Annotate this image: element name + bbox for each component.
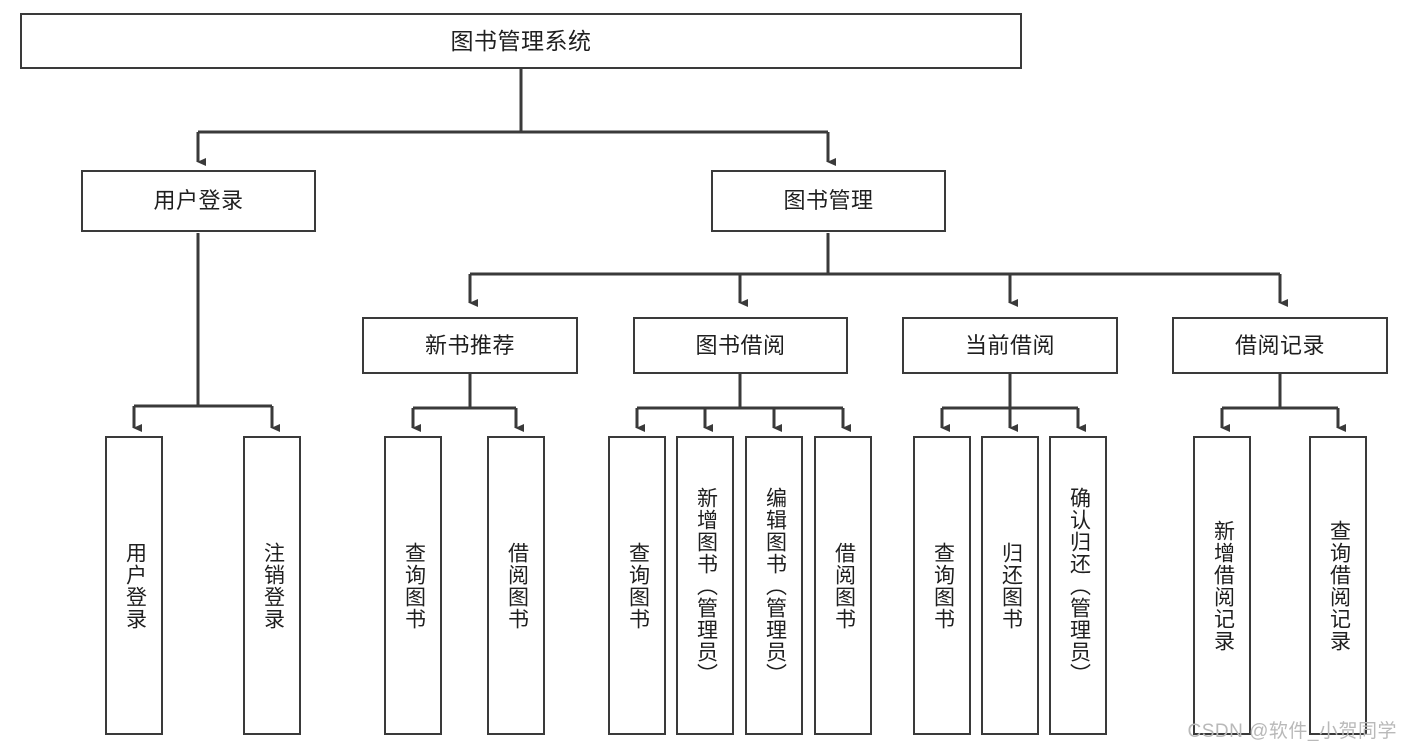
node-leaf-user-login[interactable]: 用户登录	[105, 436, 163, 735]
node-leaf-borrow-book[interactable]: 借阅图书	[814, 436, 872, 735]
node-leaf-edit-book-admin[interactable]: 编辑图书（管理员）	[745, 436, 803, 735]
node-current-borrow[interactable]: 当前借阅	[902, 317, 1118, 374]
node-leaf-return-book[interactable]: 归还图书	[981, 436, 1039, 735]
node-leaf-return-book-label: 归还图书	[999, 541, 1023, 630]
node-leaf-borrow-book-recommend-label: 借阅图书	[505, 541, 529, 630]
node-leaf-logout-label: 注销登录	[261, 541, 285, 630]
node-leaf-confirm-return-admin-label: 确认归还（管理员）	[1067, 486, 1091, 685]
node-current-borrow-label: 当前借阅	[964, 332, 1055, 358]
node-leaf-query-book-current-label: 查询图书	[931, 541, 955, 630]
node-leaf-borrow-book-recommend[interactable]: 借阅图书	[487, 436, 545, 735]
node-book-management-label: 图书管理	[783, 188, 874, 214]
node-root-label: 图书管理系统	[450, 27, 592, 54]
node-user-login-label: 用户登录	[153, 188, 244, 214]
node-leaf-user-login-label: 用户登录	[123, 541, 147, 630]
node-leaf-borrow-book-label: 借阅图书	[832, 541, 856, 630]
node-leaf-edit-book-admin-label: 编辑图书（管理员）	[763, 486, 787, 685]
node-leaf-add-book-admin-label: 新增图书（管理员）	[694, 486, 718, 685]
node-leaf-query-book-borrow[interactable]: 查询图书	[608, 436, 666, 735]
node-root-book-management-system[interactable]: 图书管理系统	[20, 13, 1022, 69]
node-new-book-recommend[interactable]: 新书推荐	[362, 317, 578, 374]
node-book-borrow-label: 图书借阅	[695, 332, 786, 358]
node-user-login[interactable]: 用户登录	[81, 170, 316, 232]
node-leaf-logout[interactable]: 注销登录	[243, 436, 301, 735]
node-borrow-record-label: 借阅记录	[1234, 332, 1325, 358]
node-leaf-add-borrow-record[interactable]: 新增借阅记录	[1193, 436, 1251, 735]
node-leaf-query-book-recommend[interactable]: 查询图书	[384, 436, 442, 735]
node-leaf-query-book-borrow-label: 查询图书	[626, 541, 650, 630]
node-leaf-query-book-recommend-label: 查询图书	[402, 541, 426, 630]
node-book-borrow[interactable]: 图书借阅	[633, 317, 848, 374]
node-new-book-recommend-label: 新书推荐	[424, 332, 515, 358]
node-leaf-add-borrow-record-label: 新增借阅记录	[1211, 519, 1235, 652]
node-leaf-query-borrow-record[interactable]: 查询借阅记录	[1309, 436, 1367, 735]
node-leaf-query-book-current[interactable]: 查询图书	[913, 436, 971, 735]
node-borrow-record[interactable]: 借阅记录	[1172, 317, 1388, 374]
node-leaf-query-borrow-record-label: 查询借阅记录	[1327, 519, 1351, 652]
node-leaf-confirm-return-admin[interactable]: 确认归还（管理员）	[1049, 436, 1107, 735]
node-leaf-add-book-admin[interactable]: 新增图书（管理员）	[676, 436, 734, 735]
node-book-management[interactable]: 图书管理	[711, 170, 946, 232]
